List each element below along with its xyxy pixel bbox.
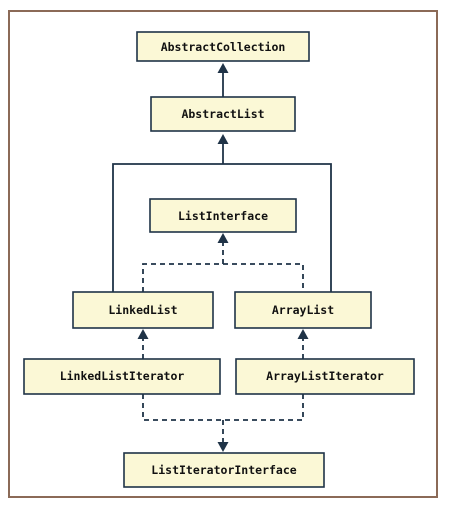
node-label: ArrayList [272, 303, 334, 317]
edge-arraylistiterator-to-listiteratorinterface [223, 394, 304, 421]
node-label: LinkedList [108, 303, 177, 317]
node-label: LinkedListIterator [60, 369, 185, 383]
node-label: ListIteratorInterface [151, 463, 296, 477]
edge-linkedlist-to-listinterface [142, 263, 304, 292]
node-list-interface[interactable]: ListInterface [149, 198, 297, 233]
arrowhead-listinterface [217, 233, 229, 243]
node-abstract-list[interactable]: AbstractList [150, 96, 296, 132]
node-label: AbstractList [181, 107, 264, 121]
node-list-iterator-interface[interactable]: ListIteratorInterface [123, 452, 325, 488]
arrowhead-arraylist [297, 329, 309, 339]
edge-arraylist-to-abstractlist [223, 163, 332, 292]
node-abstract-collection[interactable]: AbstractCollection [136, 31, 310, 62]
node-linked-list-iterator[interactable]: LinkedListIterator [23, 358, 221, 395]
node-label: AbstractCollection [161, 40, 286, 54]
arrowhead-abstractcollection [217, 63, 229, 73]
node-array-list-iterator[interactable]: ArrayListIterator [235, 358, 415, 395]
edge-linkedlist-to-abstractlist [112, 163, 223, 292]
arrowhead-listiteratorinterface [217, 442, 229, 452]
node-label: ArrayListIterator [266, 369, 384, 383]
node-linked-list[interactable]: LinkedList [72, 291, 214, 329]
arrowhead-abstractlist [217, 134, 229, 144]
node-label: ListInterface [178, 209, 268, 223]
arrowhead-linkedlist [137, 329, 149, 339]
node-array-list[interactable]: ArrayList [234, 291, 372, 329]
edge-linkedlistiterator-to-listiteratorinterface [142, 394, 223, 421]
